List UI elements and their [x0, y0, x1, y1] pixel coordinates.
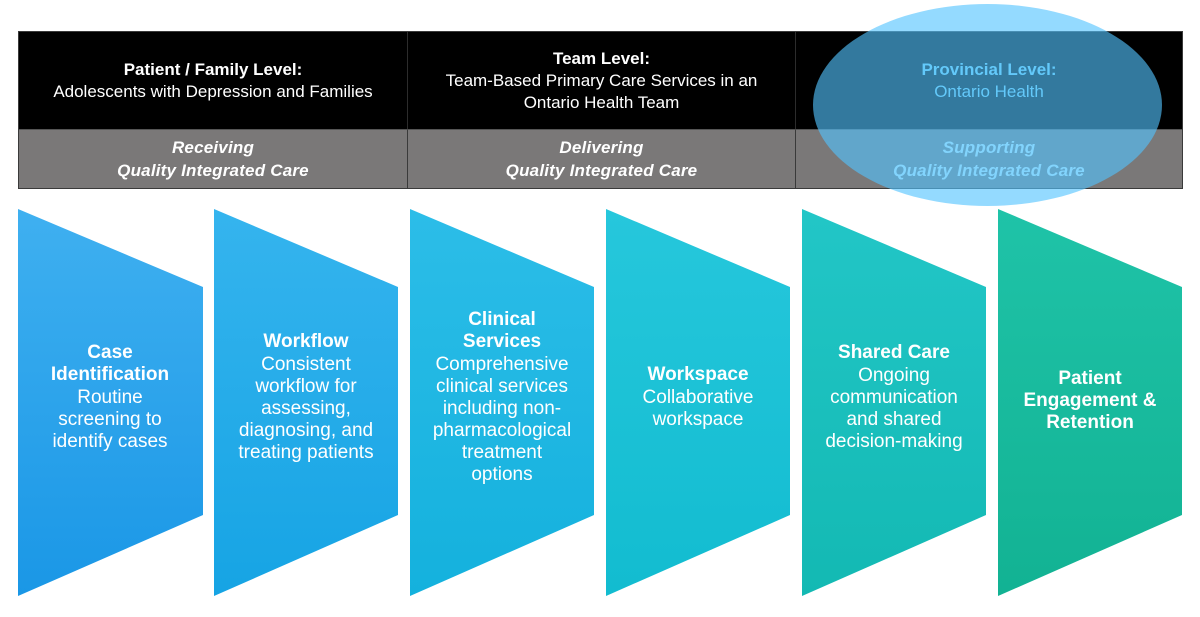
chevron-shared-care: [802, 209, 986, 596]
level-role-receiving: Receiving Quality Integrated Care: [19, 129, 407, 188]
chevron-workflow: [214, 209, 398, 596]
chevron-patient-engagement: [998, 209, 1182, 596]
level-role-delivering: Delivering Quality Integrated Care: [407, 129, 795, 188]
level-header-patient-family: Patient / Family Level: Adolescents with…: [19, 32, 407, 129]
level-role-line2: Quality Integrated Care: [505, 161, 698, 180]
chevron-clinical-services: [410, 209, 594, 596]
level-description: Adolescents with Depression and Families: [53, 82, 373, 101]
component-title: Workflow: [263, 331, 349, 352]
level-role-line1: Delivering: [559, 138, 644, 157]
component-title: Shared Care: [838, 342, 950, 363]
component-title: Workspace: [647, 364, 749, 385]
level-header-team: Team Level: Team-Based Primary Care Serv…: [407, 32, 795, 129]
level-title: Patient / Family Level:: [123, 60, 303, 79]
level-role-line1: Receiving: [171, 138, 255, 157]
chevron-case-identification: [18, 209, 203, 596]
level-title: Team Level:: [552, 49, 650, 68]
chevron-workspace: [606, 209, 790, 596]
level-role-line2: Quality Integrated Care: [117, 161, 309, 180]
